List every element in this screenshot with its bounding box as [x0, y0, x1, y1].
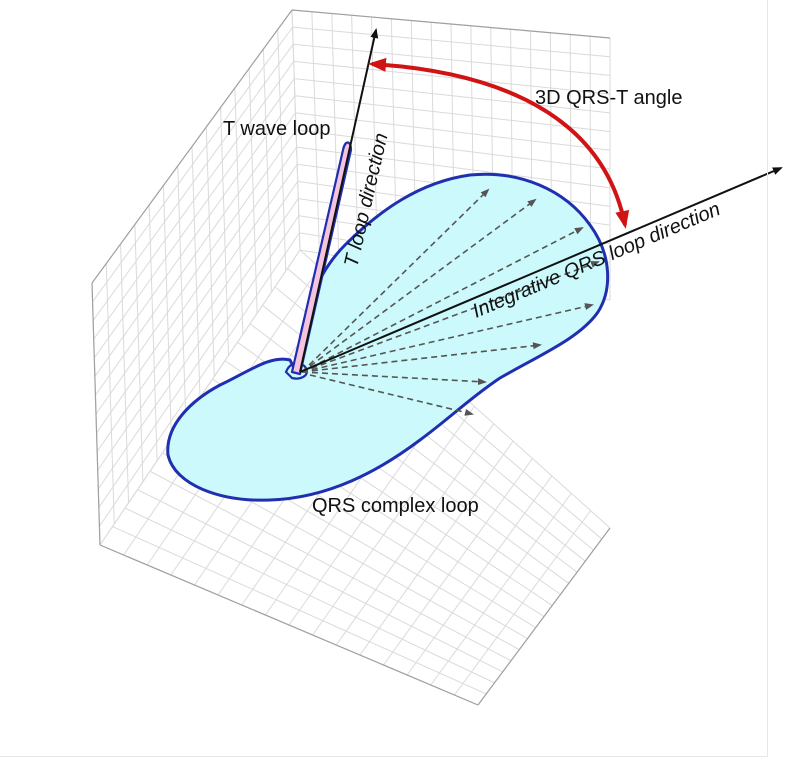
t-loop-direction-arrow — [299, 28, 379, 373]
label-qrs-complex-loop: QRS complex loop — [312, 495, 479, 517]
t-wave-loop-shape — [290, 141, 353, 376]
integrative-qrs-direction-arrow — [299, 167, 783, 373]
figure-border — [0, 0, 768, 757]
label-3d-qrs-t-angle: 3D QRS-T angle — [535, 87, 682, 109]
label-t-wave-loop: T wave loop — [223, 118, 330, 140]
qrs-t-angle-arc — [368, 57, 630, 229]
grid-edges — [91, 9, 611, 706]
